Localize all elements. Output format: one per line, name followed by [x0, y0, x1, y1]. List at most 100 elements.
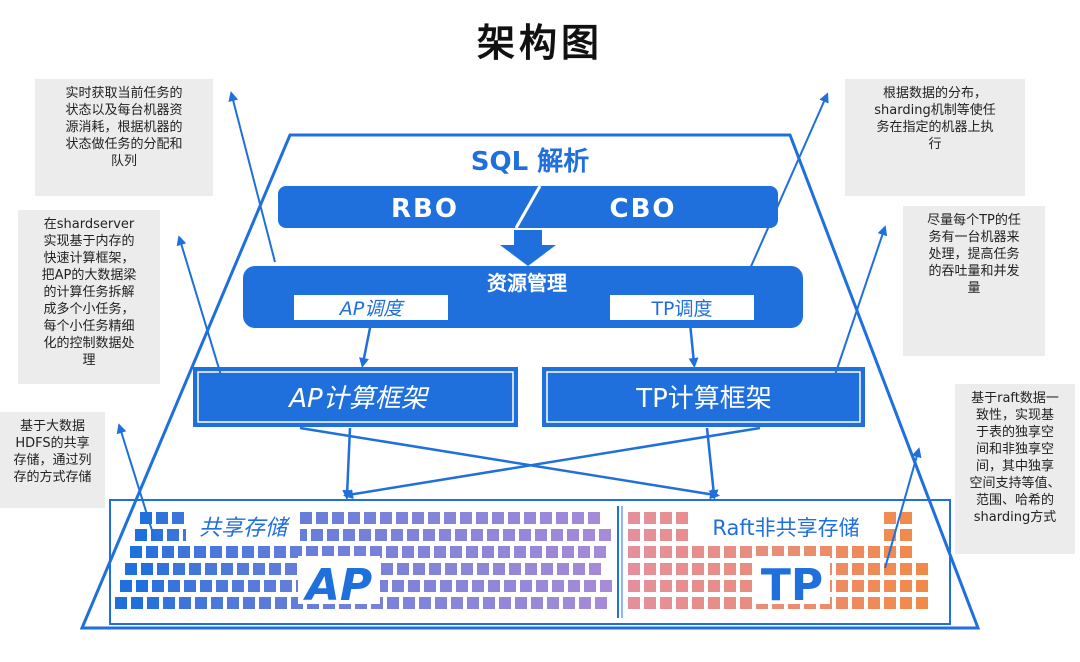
- storage-tile: [434, 546, 446, 558]
- storage-tile: [173, 563, 185, 575]
- note-top-right: 根据数据的分布，sharding机制等使任务在指定的机器上执行: [845, 79, 1025, 196]
- raft-storage-label-bg: [688, 510, 884, 542]
- storage-tile: [120, 580, 132, 592]
- storage-tile: [836, 597, 848, 609]
- storage-tile: [900, 563, 912, 575]
- storage-tile: [916, 563, 928, 575]
- arrow-ap-to-raft: [299, 426, 720, 500]
- note-line: 致性，实现基: [975, 408, 1054, 423]
- storage-tile: [772, 546, 784, 558]
- note-line: 务在指定的机器上执: [876, 120, 994, 135]
- storage-tile: [269, 563, 281, 575]
- storage-tile: [520, 580, 532, 592]
- arrow-tp-to-shared: [343, 426, 761, 500]
- storage-tile: [466, 546, 478, 558]
- storage-tile: [900, 529, 912, 541]
- storage-tile: [343, 529, 355, 541]
- storage-tile: [531, 597, 543, 609]
- arrow-tp-to-raft: [705, 427, 719, 500]
- storage-tile: [408, 580, 420, 592]
- storage-tile: [724, 563, 736, 575]
- storage-tile: [391, 529, 403, 541]
- note-line: 尽量每个TP的任: [927, 213, 1021, 228]
- storage-tile: [546, 546, 558, 558]
- storage-tile: [387, 597, 399, 609]
- storage-tile: [676, 529, 688, 541]
- storage-tile: [628, 546, 640, 558]
- storage-tile: [579, 597, 591, 609]
- storage-tile: [600, 580, 612, 592]
- storage-tile: [628, 529, 640, 541]
- storage-tile: [541, 563, 553, 575]
- storage-tile: [852, 563, 864, 575]
- ap-compute-block: [193, 367, 518, 427]
- storage-tile: [556, 512, 568, 524]
- storage-tile: [660, 563, 672, 575]
- storage-tile: [660, 529, 672, 541]
- optimizer-divider: [514, 185, 542, 229]
- storage-tile: [692, 580, 704, 592]
- storage-tile: [488, 580, 500, 592]
- storage-tile: [884, 512, 896, 524]
- storage-tile: [275, 597, 287, 609]
- storage-tile: [660, 580, 672, 592]
- storage-tile: [242, 546, 254, 558]
- storage-tile: [628, 563, 640, 575]
- note-line: 每个小任务精细: [43, 319, 135, 334]
- storage-tile: [440, 580, 452, 592]
- storage-tile: [375, 529, 387, 541]
- storage-tile: [130, 546, 142, 558]
- storage-tile: [660, 546, 672, 558]
- storage-tile: [412, 512, 424, 524]
- storage-tile: [136, 580, 148, 592]
- storage-tile: [445, 563, 457, 575]
- storage-tile: [557, 563, 569, 575]
- note-line: 间，其中独享: [975, 459, 1054, 474]
- storage-tile: [451, 597, 463, 609]
- storage-tile: [221, 563, 233, 575]
- storage-tile: [455, 529, 467, 541]
- storage-tile: [311, 529, 323, 541]
- storage-tile: [205, 563, 217, 575]
- storage-tile: [562, 546, 574, 558]
- storage-tile: [189, 563, 201, 575]
- storage-tile: [563, 597, 575, 609]
- note-arrow-top-left: [228, 91, 276, 263]
- storage-tile: [348, 512, 360, 524]
- note-line: HDFS的共享: [15, 436, 90, 451]
- storage-tile: [300, 512, 312, 524]
- tp-big-label: TP: [761, 560, 823, 611]
- storage-tile: [248, 580, 260, 592]
- storage-tile: [644, 580, 656, 592]
- storage-tile: [676, 546, 688, 558]
- note-arrow-mid-left: [176, 235, 231, 406]
- storage-tile: [332, 512, 344, 524]
- storage-tile: [194, 546, 206, 558]
- storage-tile: [852, 580, 864, 592]
- storage-tile: [392, 580, 404, 592]
- storage-tile: [487, 529, 499, 541]
- storage-tile: [407, 529, 419, 541]
- storage-tile: [868, 597, 880, 609]
- storage-tile: [498, 546, 510, 558]
- storage-tile: [660, 512, 672, 524]
- storage-tile: [540, 512, 552, 524]
- note-line: 根据数据的分布，: [882, 86, 987, 101]
- storage-tile: [499, 597, 511, 609]
- storage-tile: [547, 597, 559, 609]
- storage-tile: [644, 546, 656, 558]
- storage-tile: [216, 580, 228, 592]
- storage-tile: [852, 597, 864, 609]
- storage-tile: [141, 563, 153, 575]
- storage-tile: [359, 529, 371, 541]
- storage-tile: [157, 563, 169, 575]
- storage-tile: [599, 529, 611, 541]
- storage-tile: [258, 546, 270, 558]
- storage-tile: [135, 529, 147, 541]
- storage-tile: [168, 580, 180, 592]
- storage-tile: [419, 597, 431, 609]
- storage-tile: [435, 597, 447, 609]
- storage-tile: [232, 580, 244, 592]
- storage-tile: [514, 546, 526, 558]
